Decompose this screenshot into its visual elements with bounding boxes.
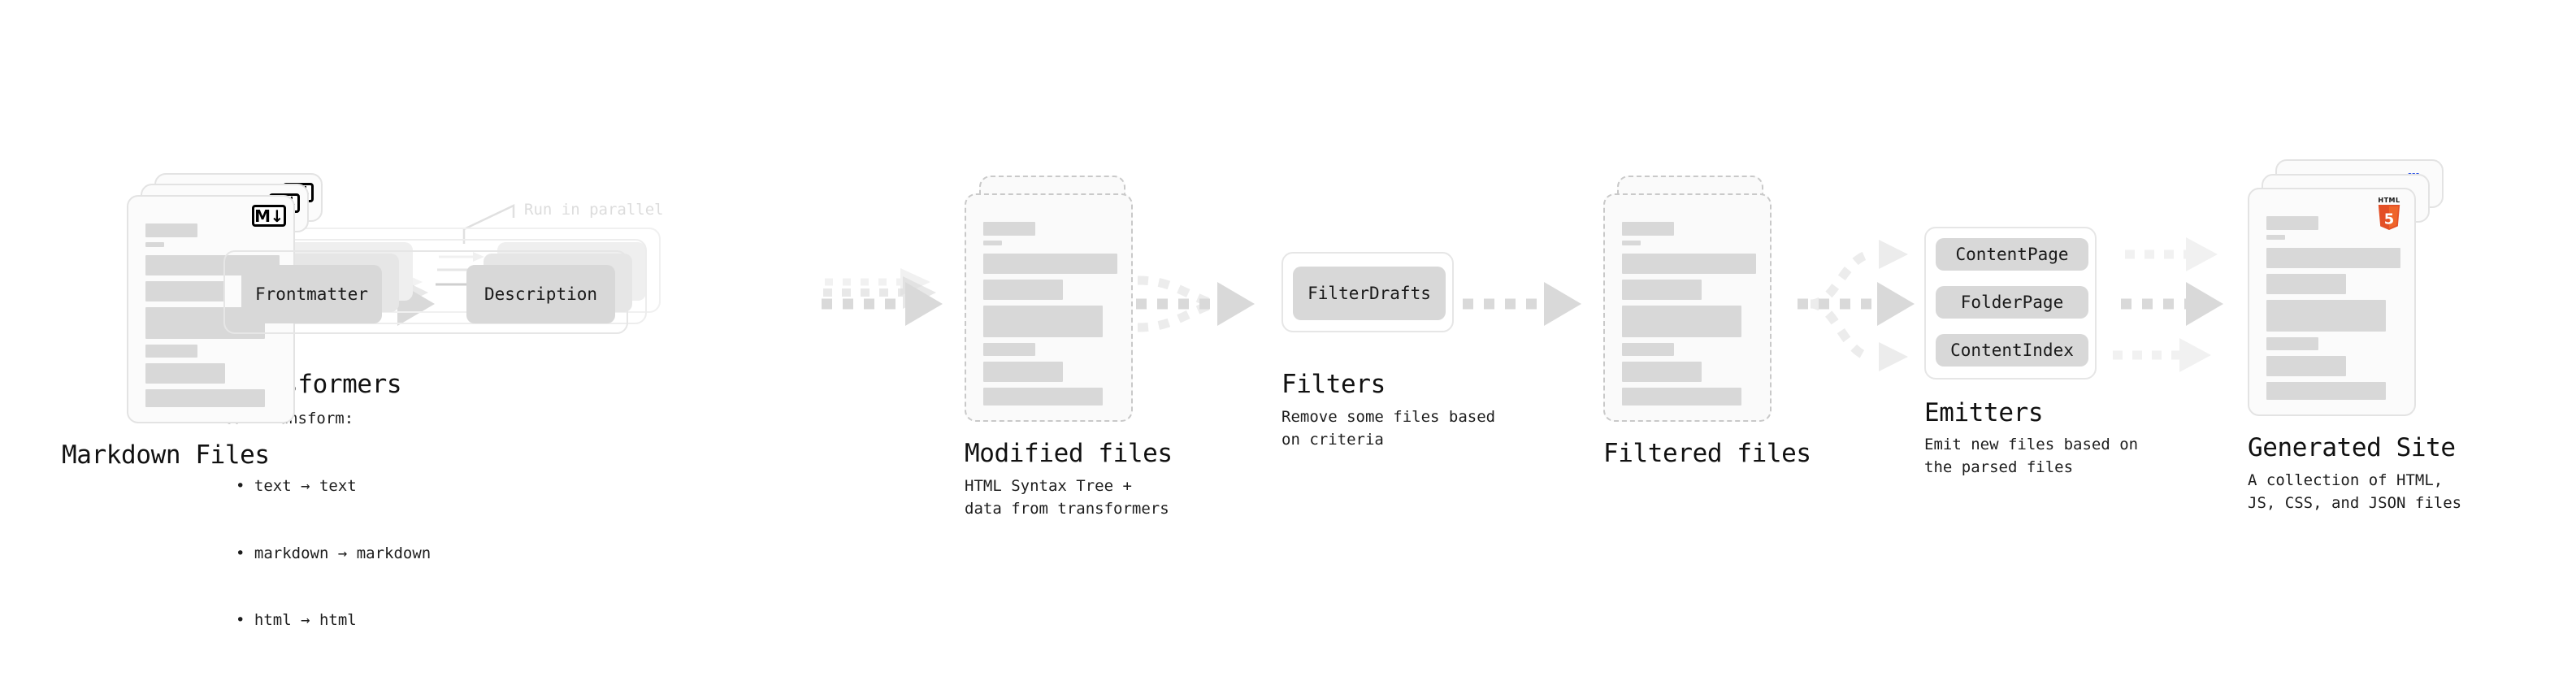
content-bar: [983, 343, 1035, 356]
transform-item-2: • html → html: [236, 611, 357, 630]
arrow-filters-to-filtered: [1463, 282, 1581, 326]
content-bar: [1622, 280, 1702, 300]
content-bar: [1622, 343, 1674, 356]
step-desc-filters: Remove some files based on criteria: [1281, 408, 1496, 449]
run-in-parallel-annotation: Run in parallel: [524, 201, 664, 219]
pill-filterdrafts[interactable]: FilterDrafts: [1293, 267, 1446, 320]
step-title-modified-files: Modified files: [965, 439, 1173, 468]
step-title-emitters: Emitters: [1924, 398, 2044, 427]
step-desc-generated-site: A collection of HTML, JS, CSS, and JSON …: [2248, 471, 2462, 512]
pill-frontmatter[interactable]: Frontmatter: [241, 265, 382, 323]
pill-contentpage[interactable]: ContentPage: [1936, 238, 2088, 271]
content-bar: [1622, 306, 1741, 337]
html5-icon: HTML 5: [2375, 197, 2403, 231]
content-bar: [145, 281, 225, 301]
pill-description[interactable]: Description: [466, 265, 615, 323]
arrow-emitters-to-site: [2113, 237, 2223, 372]
content-bar: [2266, 337, 2318, 350]
content-bar: [1622, 254, 1756, 274]
content-bar: [145, 242, 164, 247]
content-bar: [2266, 216, 2318, 230]
site-card-front-html: HTML 5: [2248, 188, 2416, 416]
step-desc-emitters: Emit new files based on the parsed files: [1924, 436, 2139, 476]
content-bar: [145, 389, 265, 407]
svg-text:5: 5: [2384, 211, 2394, 228]
step-title-generated-site: Generated Site: [2248, 433, 2456, 462]
arrow-transformers-to-modified: [822, 268, 943, 326]
step-title-filtered-files: Filtered files: [1603, 439, 1811, 468]
content-bar: [983, 306, 1103, 337]
content-bar: [145, 223, 197, 237]
markdown-badge-front: M↓: [252, 205, 286, 227]
filtered-card-front: [1603, 193, 1772, 422]
step-title-filters: Filters: [1281, 370, 1386, 399]
pill-contentindex[interactable]: ContentIndex: [1936, 334, 2088, 367]
content-bar: [145, 363, 225, 384]
emitters-box: ContentPage FolderPage ContentIndex: [1924, 227, 2097, 380]
content-bar: [2266, 274, 2346, 294]
transform-item-1: • markdown → markdown: [236, 544, 432, 562]
arrow-filtered-to-emitters: [1798, 240, 1915, 371]
modified-card-front: [965, 193, 1133, 422]
content-bar: [2266, 248, 2400, 268]
transform-item-0: • text → text: [236, 477, 357, 496]
transformers-box-front: Frontmatter Description: [223, 250, 628, 334]
content-bar: [983, 254, 1117, 274]
step-desc-modified-files: HTML Syntax Tree + data from transformer…: [965, 477, 1169, 518]
content-bar: [2266, 382, 2386, 400]
content-bar: [1622, 241, 1641, 245]
step-title-markdown-files: Markdown Files: [62, 440, 270, 470]
content-bar: [983, 280, 1063, 300]
transformers-capability-list: • text → text • markdown → markdown • ht…: [236, 431, 431, 677]
content-bar: [1622, 362, 1702, 382]
content-bar: [1622, 388, 1741, 406]
filters-box: FilterDrafts: [1281, 252, 1454, 332]
content-bar: [2266, 300, 2386, 332]
content-bar: [983, 362, 1063, 382]
arrow-modified-to-filters: [1136, 275, 1255, 332]
pill-folderpage[interactable]: FolderPage: [1936, 286, 2088, 319]
content-bar: [1622, 222, 1674, 236]
html5-icon-word: HTML: [2378, 197, 2400, 204]
content-bar: [983, 222, 1035, 236]
content-bar: [145, 345, 197, 358]
content-bar: [2266, 235, 2285, 240]
content-bar: [2266, 356, 2346, 376]
content-bar: [983, 388, 1103, 406]
html5-icon-shield: 5: [2378, 205, 2400, 231]
content-bar: [983, 241, 1002, 245]
